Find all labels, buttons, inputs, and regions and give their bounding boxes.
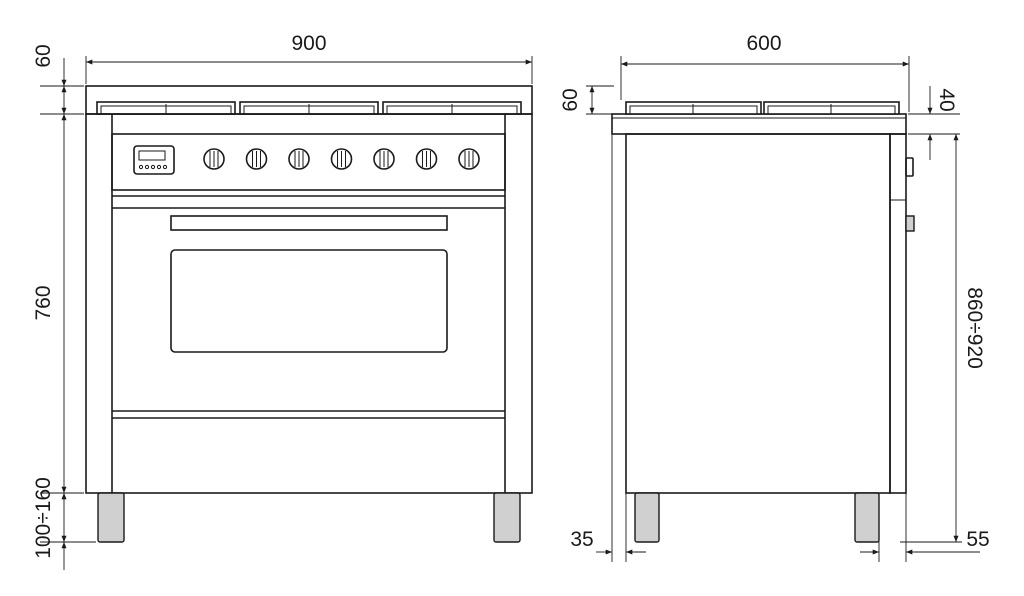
side-pan-supports xyxy=(625,101,900,115)
front-pan-supports xyxy=(96,101,522,115)
dim-side-total-height: 860÷920 xyxy=(963,287,986,369)
side-body xyxy=(625,133,891,494)
side-dimension-lines xyxy=(586,56,980,562)
side-front-panel xyxy=(889,133,907,494)
timer-display xyxy=(133,145,175,175)
knob xyxy=(458,148,480,170)
oven-door-handle xyxy=(170,215,448,231)
dim-side-leg-offset: 35 xyxy=(570,528,593,551)
dim-front-body-height: 760 xyxy=(32,285,55,320)
dim-side-rear-offset: 55 xyxy=(966,528,989,551)
front-body xyxy=(85,113,533,494)
front-leg-left xyxy=(97,492,125,543)
knob xyxy=(373,148,395,170)
side-leg-front xyxy=(854,492,880,543)
dim-side-depth: 600 xyxy=(746,32,781,55)
dim-front-top-height: 60 xyxy=(32,44,55,67)
dim-side-top-thickness: 40 xyxy=(935,88,958,111)
dim-side-top-height: 60 xyxy=(559,88,582,111)
oven-window xyxy=(170,249,448,353)
front-view xyxy=(85,85,533,543)
side-view xyxy=(611,101,915,543)
knob xyxy=(330,148,353,170)
dim-front-width: 900 xyxy=(291,32,326,55)
knob xyxy=(203,148,225,170)
knob xyxy=(415,148,438,170)
side-handle-stub xyxy=(905,215,915,232)
dim-front-leg-height: 100÷160 xyxy=(32,477,55,559)
knob xyxy=(288,148,310,170)
side-knob-stub xyxy=(905,157,914,177)
front-dimension-lines xyxy=(40,56,533,570)
knob xyxy=(245,148,268,170)
control-knobs xyxy=(203,148,480,170)
front-control-panel xyxy=(111,133,506,191)
front-leg-right xyxy=(493,492,521,543)
side-hob-top xyxy=(611,113,907,135)
side-leg-rear xyxy=(634,492,660,543)
